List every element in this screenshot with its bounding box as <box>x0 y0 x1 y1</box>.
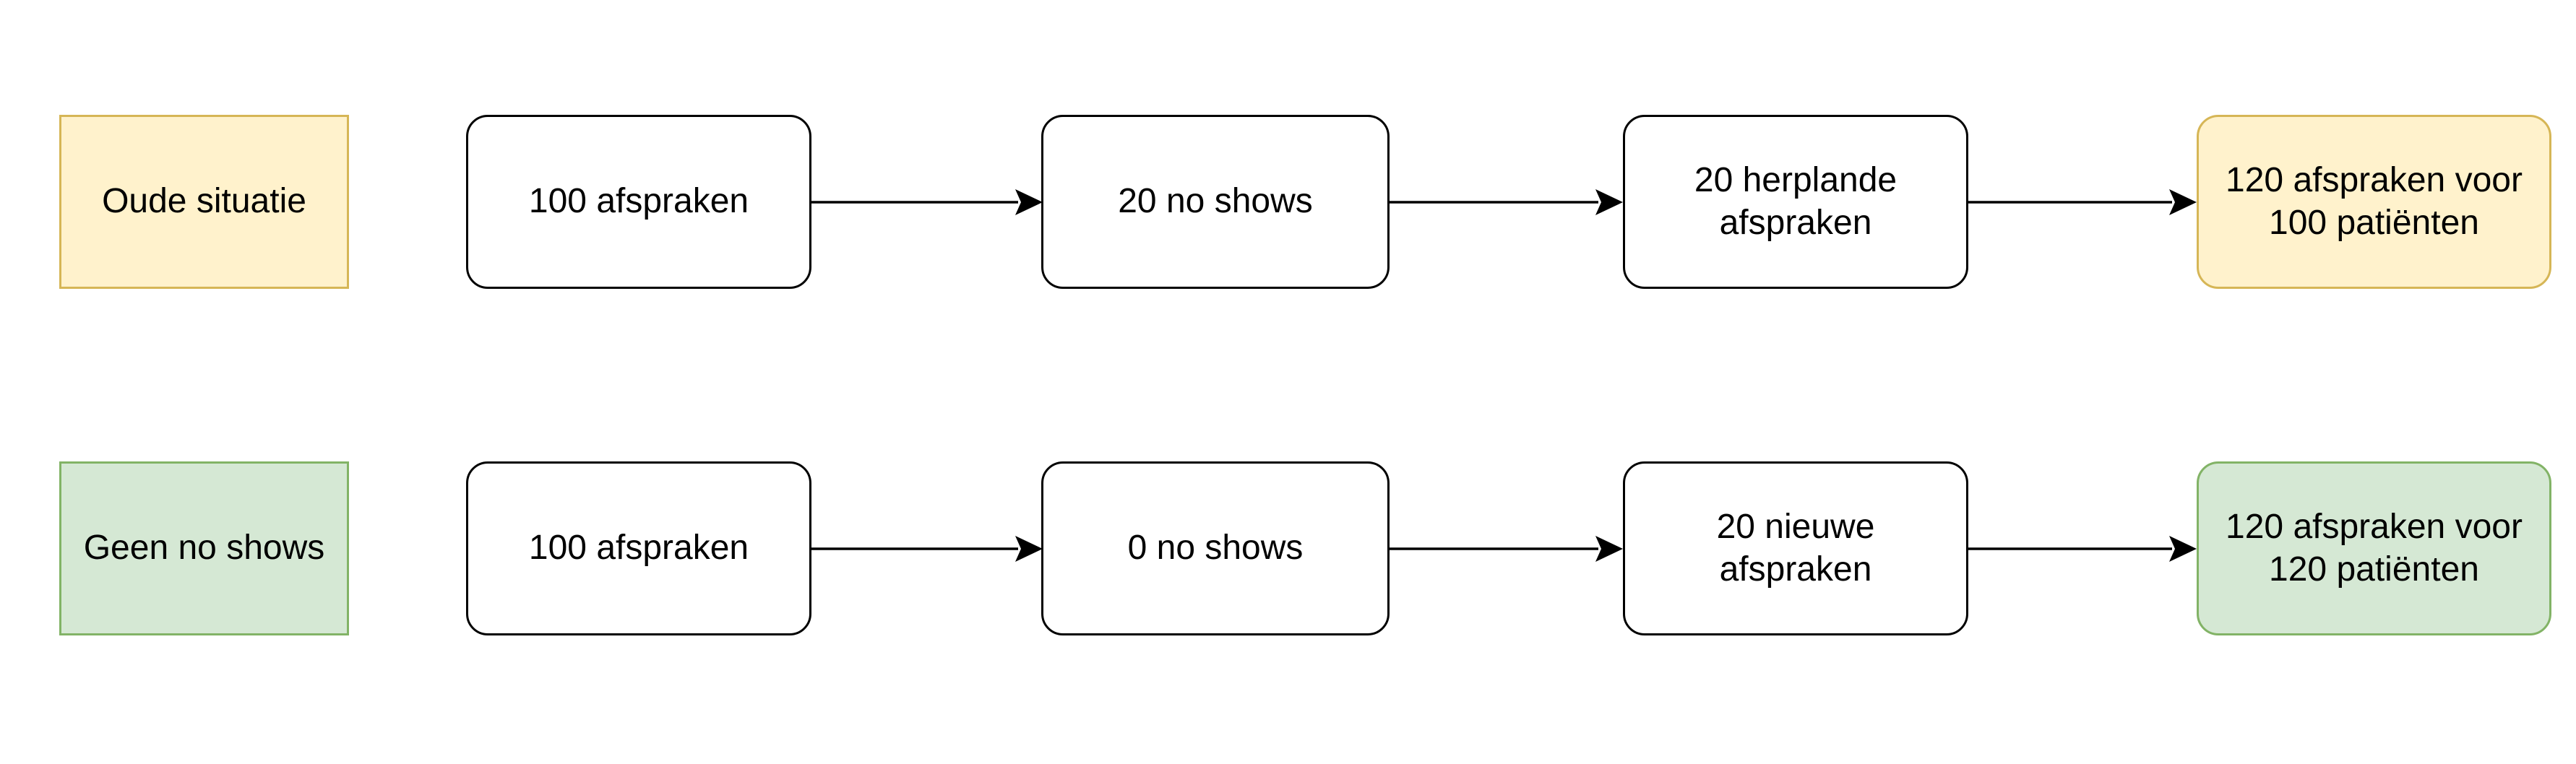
label-box-geen-no-shows: Geen no shows <box>59 461 349 635</box>
result-box-row1-120-afspraken-100-patienten: 120 afspraken voor 100 patiënten <box>2197 115 2551 289</box>
result-box-row2-120-afspraken-120-patienten: 120 afspraken voor 120 patiënten <box>2197 461 2551 635</box>
arrow-head <box>1015 189 1043 215</box>
step-box-text: 0 no shows <box>1127 529 1304 568</box>
step-box-text: 100 afspraken <box>528 182 749 221</box>
step-box-row2-100-afspraken: 100 afspraken <box>466 461 811 635</box>
arrow-head <box>2169 189 2197 215</box>
step-box-text: 20 herplande afspraken <box>1694 160 1897 242</box>
arrow-right-icon <box>1390 536 1623 562</box>
arrow-right-icon <box>811 189 1043 215</box>
step-box-text: 100 afspraken <box>528 529 749 568</box>
arrow-head <box>1595 536 1623 562</box>
arrow-head <box>2169 536 2197 562</box>
label-box-oude-situatie: Oude situatie <box>59 115 349 289</box>
label-box-text: Geen no shows <box>83 529 325 568</box>
arrow-right-icon <box>1968 536 2197 562</box>
arrow-right-icon <box>1968 189 2197 215</box>
arrow-head <box>1015 536 1043 562</box>
step-box-row2-20-nieuwe-afspraken: 20 nieuwe afspraken <box>1623 461 1968 635</box>
step-box-row1-100-afspraken: 100 afspraken <box>466 115 811 289</box>
arrow-head <box>1595 189 1623 215</box>
step-box-text: 20 nieuwe afspraken <box>1716 507 1875 589</box>
step-box-row1-20-no-shows: 20 no shows <box>1041 115 1390 289</box>
arrow-right-icon <box>1390 189 1623 215</box>
arrow-right-icon <box>811 536 1043 562</box>
label-box-text: Oude situatie <box>102 182 306 221</box>
step-box-row2-0-no-shows: 0 no shows <box>1041 461 1390 635</box>
step-box-text: 20 no shows <box>1118 182 1313 221</box>
result-box-text: 120 afspraken voor 120 patiënten <box>2226 507 2523 589</box>
result-box-text: 120 afspraken voor 100 patiënten <box>2226 160 2523 242</box>
step-box-row1-20-herplande-afspraken: 20 herplande afspraken <box>1623 115 1968 289</box>
